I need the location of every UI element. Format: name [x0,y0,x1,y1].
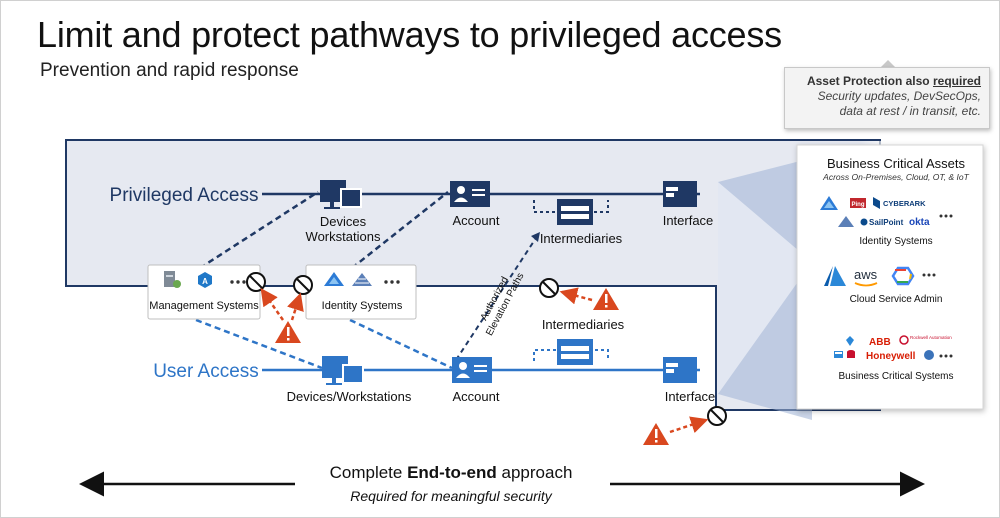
elevation-arrowhead [531,232,540,242]
prohibited-icon [539,278,559,298]
warning-icon [593,288,619,310]
page-title: Limit and protect pathways to privileged… [37,14,782,55]
diamond-logo [846,336,854,346]
identity-to-user-account-link [349,318,453,370]
svg-text:aws: aws [854,267,878,282]
more-icon [384,280,400,284]
abb-logo: ABB [869,337,891,348]
sql-icon [847,350,855,358]
assets-business-label: Business Critical Systems [838,371,953,382]
azure-automation-icon: A [198,272,212,288]
intermediary-window-icon [557,199,593,225]
assets-title: Business Critical Assets [827,156,965,171]
callout-tail [880,60,896,68]
callout-heading-prefix: Asset Protection also [806,74,933,88]
callout-line-2: Security updates, DevSecOps, [817,89,981,103]
server-icon [164,271,181,288]
user-intermediaries-label: Intermediaries [542,317,625,332]
ge-logo [924,350,934,360]
user-access-label: User Access [153,361,259,382]
more-icon [922,273,936,277]
callout-line-3: data at rest / in transit, etc. [839,104,981,118]
svg-text:A: A [202,277,208,286]
callout-heading-emph: required [932,74,981,88]
attack-arrow [669,416,709,434]
cyberark-logo: CYBERARK [873,197,926,209]
honeywell-logo: Honeywell [866,351,916,362]
more-icon [230,280,246,284]
azure-logo [824,266,846,286]
management-systems-box: A Management Systems [147,264,261,320]
svg-text:SailPoint: SailPoint [869,218,904,227]
footer-emph: End-to-end [407,463,497,482]
rockwell-logo: Rockwell Automation [899,335,952,345]
okta-logo: okta [909,217,930,228]
page-subtitle: Prevention and rapid response [40,60,299,81]
management-systems-label: Management Systems [149,300,259,312]
more-icon [939,214,953,218]
identity-systems-box: Identity Systems [305,264,417,320]
monitor-icon [322,356,364,385]
attack-arrow [260,287,285,321]
window-icon [663,357,697,383]
aws-logo: aws [854,267,878,287]
assets-subtitle: Across On-Premises, Cloud, OT, & IoT [822,172,969,182]
azure-ad-icon [324,272,344,286]
priv-interface-label: Interface [663,213,714,228]
priv-intermediaries-label: Intermediaries [540,231,623,246]
callout-heading: Asset Protection also required [785,74,981,88]
attack-arrow [287,292,304,321]
warning-icon [275,321,301,343]
account-card-icon [452,357,492,383]
mgmt-to-priv-device-link [199,190,319,270]
business-critical-assets-panel: Business Critical Assets Across On-Premi… [796,144,984,410]
svg-text:Rockwell Automation: Rockwell Automation [910,335,952,340]
asset-funnel-inner [718,182,812,394]
ping-logo: Ping [850,198,866,208]
elevation-path-link [455,237,537,361]
intermediary-window-icon [557,339,593,365]
assets-cloud-label: Cloud Service Admin [850,294,943,305]
user-account-label: Account [453,389,500,404]
ad-triangle-icon [352,273,372,286]
window-icon [663,181,697,207]
footer-subtitle: Required for meaningful security [350,488,553,504]
warning-icon [643,423,669,445]
svg-text:CYBERARK: CYBERARK [883,199,926,208]
ad-triangle-icon [838,216,854,227]
prohibited-icon [293,275,313,295]
prohibited-icon [707,406,727,426]
gcp-logo [891,266,915,286]
mgmt-to-user-device-link [195,318,323,370]
identity-systems-label: Identity Systems [322,300,403,312]
account-card-icon [450,181,490,207]
monitor-icon [320,180,362,209]
assets-identity-label: Identity Systems [859,236,932,247]
footer-prefix: Complete [330,463,407,482]
azure-ad-icon [820,196,838,210]
sailpoint-logo: SailPoint [860,218,904,227]
prohibited-icon [246,272,266,292]
priv-devices-label-2: Workstations [306,229,381,244]
more-icon [939,354,953,358]
footer-suffix: approach [497,463,573,482]
footer-heading: Complete End-to-end approach [330,463,573,482]
user-interface-label: Interface [665,389,716,404]
priv-account-label: Account [453,213,500,228]
privileged-access-label: Privileged Access [110,185,259,206]
attack-arrow [559,287,593,305]
asset-protection-callout: Asset Protection also required Security … [784,67,990,129]
identity-to-priv-account-link [351,191,449,269]
user-devices-label: Devices/Workstations [287,389,412,404]
svg-text:Ping: Ping [852,202,865,208]
priv-devices-label-1: Devices [320,214,367,229]
windows-server-icon [834,351,843,358]
